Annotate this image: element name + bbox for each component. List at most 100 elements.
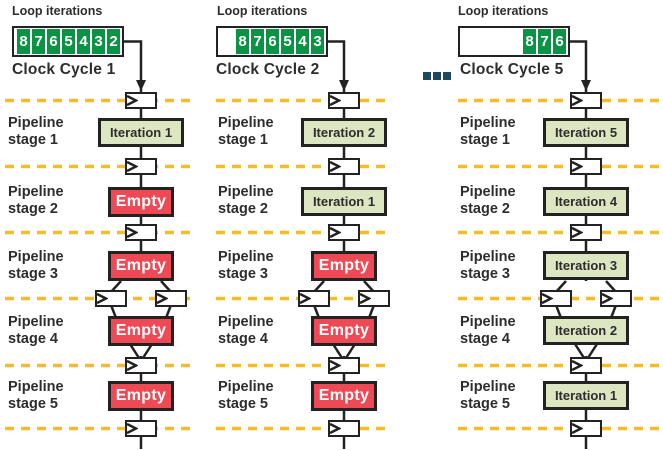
- loop-iteration-digit: 7: [32, 29, 45, 54]
- loop-iteration-digit: 2: [107, 29, 120, 54]
- loop-iteration-digit: 6: [266, 29, 279, 54]
- loop-iteration-digit: 3: [92, 29, 105, 54]
- stage-box: Iteration 4: [543, 187, 629, 216]
- stage-box: Empty: [311, 251, 377, 281]
- register-icon: [125, 92, 157, 109]
- loop-iteration-digit: 6: [553, 29, 566, 54]
- register-icon: [540, 290, 572, 307]
- stage-box: Empty: [108, 187, 174, 217]
- clock-input-chevron-icon: [329, 422, 341, 435]
- pipeline-stage-label: Pipeline stage 1: [8, 115, 64, 148]
- loop-iteration-digit: 7: [538, 29, 551, 54]
- loop-iteration-digit: 8: [236, 29, 249, 54]
- stage-box: Iteration 1: [98, 118, 184, 147]
- pipeline-stage-label: Pipeline stage 4: [460, 314, 516, 347]
- feed-arrow-column-2: [328, 40, 349, 91]
- pipeline-stage-label: Pipeline stage 4: [218, 314, 274, 347]
- clock-input-chevron-icon: [126, 226, 138, 239]
- stage-box: Empty: [108, 251, 174, 281]
- clock-input-chevron-icon: [571, 359, 583, 372]
- register-icon: [570, 92, 602, 109]
- clock-input-chevron-icon: [571, 160, 583, 173]
- register-icon: [125, 357, 157, 374]
- stage-box: Empty: [108, 316, 174, 346]
- register-icon: [358, 290, 390, 307]
- register-icon: [328, 92, 360, 109]
- clock-input-chevron-icon: [601, 292, 613, 305]
- pipeline-stage-label: Pipeline stage 3: [8, 249, 64, 282]
- clock-input-chevron-icon: [126, 160, 138, 173]
- clock-cycle-label: Clock Cycle 2: [216, 61, 320, 78]
- clock-input-chevron-icon: [571, 226, 583, 239]
- loop-iteration-digit: 6: [47, 29, 60, 54]
- register-icon: [298, 290, 330, 307]
- clock-cycle-label: Clock Cycle 1: [12, 61, 116, 78]
- register-icon: [328, 420, 360, 437]
- ellipsis-icon: [423, 72, 451, 80]
- register-icon: [570, 357, 602, 374]
- register-icon: [125, 420, 157, 437]
- loop-iterations-label: Loop iterations: [12, 4, 103, 18]
- clock-input-chevron-icon: [541, 292, 553, 305]
- loop-iterations-label: Loop iterations: [458, 4, 549, 18]
- loop-iterations-queue: 8 7 6 5 4 3: [216, 26, 328, 57]
- clock-input-chevron-icon: [329, 160, 341, 173]
- pipeline-stage-label: Pipeline stage 1: [460, 115, 516, 148]
- loop-iteration-digit: 8: [523, 29, 536, 54]
- clock-input-chevron-icon: [156, 292, 168, 305]
- pipeline-stage-label: Pipeline stage 5: [8, 379, 64, 412]
- pipeline-stage-label: Pipeline stage 5: [218, 379, 274, 412]
- clock-input-chevron-icon: [126, 422, 138, 435]
- loop-iteration-digit: 3: [311, 29, 324, 54]
- feed-arrow-column-3: [570, 40, 591, 91]
- register-icon: [155, 290, 187, 307]
- register-icon: [570, 224, 602, 241]
- register-icon: [570, 420, 602, 437]
- clock-cycle-label: Clock Cycle 5: [460, 61, 564, 78]
- loop-iteration-digit: 4: [296, 29, 309, 54]
- feed-arrow-column-1: [124, 40, 146, 91]
- clock-input-chevron-icon: [329, 359, 341, 372]
- stage-box: Iteration 2: [301, 118, 387, 147]
- clock-input-chevron-icon: [96, 292, 108, 305]
- pipeline-stage-label: Pipeline stage 5: [460, 379, 516, 412]
- register-icon: [125, 158, 157, 175]
- loop-iteration-digit: 7: [251, 29, 264, 54]
- stage-box: Empty: [311, 381, 377, 411]
- clock-input-chevron-icon: [126, 359, 138, 372]
- stage-box: Iteration 5: [543, 118, 629, 147]
- register-icon: [125, 224, 157, 241]
- register-icon: [328, 224, 360, 241]
- clock-input-chevron-icon: [571, 94, 583, 107]
- loop-iteration-digit: 5: [62, 29, 75, 54]
- stage-box: Empty: [108, 381, 174, 411]
- pipeline-stage-label: Pipeline stage 3: [218, 249, 274, 282]
- pipeline-stage-label: Pipeline stage 3: [460, 249, 516, 282]
- pipeline-stage-label: Pipeline stage 2: [460, 184, 516, 217]
- loop-iterations-queue: 8 7 6: [458, 26, 570, 57]
- register-icon: [600, 290, 632, 307]
- pipeline-stage-label: Pipeline stage 4: [8, 314, 64, 347]
- register-icon: [328, 357, 360, 374]
- stage-box: Iteration 3: [543, 251, 629, 280]
- register-icon: [95, 290, 127, 307]
- stage-box: Empty: [311, 316, 377, 346]
- loop-iteration-digit: 4: [77, 29, 90, 54]
- clock-input-chevron-icon: [126, 94, 138, 107]
- loop-iterations-label: Loop iterations: [217, 4, 308, 18]
- clock-input-chevron-icon: [329, 226, 341, 239]
- loop-iteration-digit: 8: [17, 29, 30, 54]
- register-icon: [328, 158, 360, 175]
- clock-input-chevron-icon: [299, 292, 311, 305]
- clock-input-chevron-icon: [329, 94, 341, 107]
- stage-box: Iteration 1: [301, 187, 387, 216]
- pipeline-stage-label: Pipeline stage 1: [218, 115, 274, 148]
- clock-input-chevron-icon: [571, 422, 583, 435]
- pipeline-stage-label: Pipeline stage 2: [8, 184, 64, 217]
- stage-box: Iteration 1: [543, 381, 629, 410]
- loop-iterations-queue: 8 7 6 5 4 3 2: [12, 26, 124, 57]
- register-icon: [570, 158, 602, 175]
- clock-input-chevron-icon: [359, 292, 371, 305]
- loop-iteration-digit: 5: [281, 29, 294, 54]
